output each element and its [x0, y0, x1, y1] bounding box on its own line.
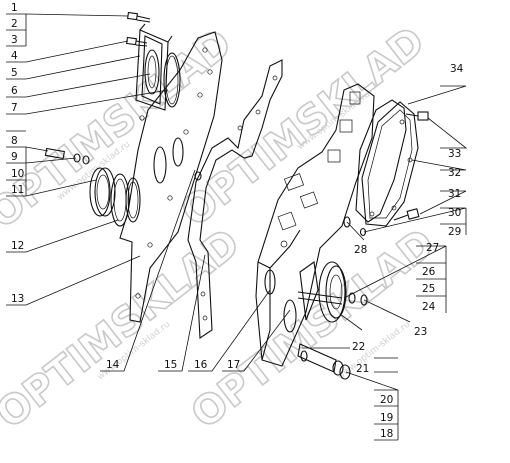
- washer-28-icon: [343, 216, 351, 228]
- seal-assembly-22: [297, 261, 368, 323]
- callout-16: 16: [194, 359, 208, 371]
- callout-24: 24: [422, 301, 436, 313]
- callout-4: 4: [11, 50, 18, 62]
- cover-plate-13: [119, 31, 223, 323]
- callout-22: 22: [352, 341, 365, 353]
- bolt-31-icon: [393, 208, 420, 221]
- callout-2: 2: [11, 18, 18, 30]
- callout-11: 11: [11, 184, 24, 196]
- callout-27: 27: [426, 242, 439, 254]
- pin-21-icon: [297, 343, 351, 380]
- callout-31: 31: [448, 188, 461, 200]
- callout-17: 17: [227, 359, 240, 371]
- callout-23: 23: [414, 326, 427, 338]
- callout-25: 25: [422, 283, 435, 295]
- callout-10: 10: [11, 168, 24, 180]
- callout-29: 29: [448, 226, 461, 238]
- oring-6: [163, 52, 181, 108]
- callout-labels: 1 2 3 4 5 6 7 8 9 10 11 12 13 14 15 16 1…: [11, 2, 464, 440]
- left-assembly: [44, 11, 223, 323]
- gear-housing-17: [255, 83, 375, 367]
- callout-19: 19: [380, 412, 393, 424]
- callout-15: 15: [164, 359, 177, 371]
- gasket-14: [187, 59, 283, 339]
- bolt-1-icon: [127, 11, 151, 23]
- watermark-group: OPTIMSKLAD OPTIMSKLAD OPTIMSKLAD OPTIMSK…: [0, 17, 444, 438]
- callout-32: 32: [448, 167, 461, 179]
- callout-6: 6: [11, 85, 18, 97]
- callout-12: 12: [11, 240, 24, 252]
- callout-14: 14: [106, 359, 120, 371]
- callout-7: 7: [11, 102, 18, 114]
- callout-5: 5: [11, 67, 18, 79]
- seal-ring-11: [89, 167, 116, 217]
- callout-3: 3: [11, 34, 18, 46]
- leader-lines: [6, 13, 468, 441]
- cover-gasket-34: [355, 99, 407, 223]
- callout-33: 33: [448, 148, 461, 160]
- callout-28: 28: [354, 244, 367, 256]
- callout-18: 18: [380, 428, 393, 440]
- callout-20: 20: [380, 394, 393, 406]
- bolt-33-icon: [405, 111, 429, 121]
- callout-1: 1: [11, 2, 18, 14]
- callout-13: 13: [11, 293, 24, 305]
- callout-30: 30: [448, 207, 461, 219]
- timing-cover-32: [361, 101, 419, 227]
- callout-9: 9: [11, 151, 18, 163]
- callout-34: 34: [450, 63, 464, 75]
- bolt-4-icon: [126, 36, 148, 47]
- callout-8: 8: [11, 135, 18, 147]
- callout-26: 26: [422, 266, 436, 278]
- callout-21: 21: [356, 363, 369, 375]
